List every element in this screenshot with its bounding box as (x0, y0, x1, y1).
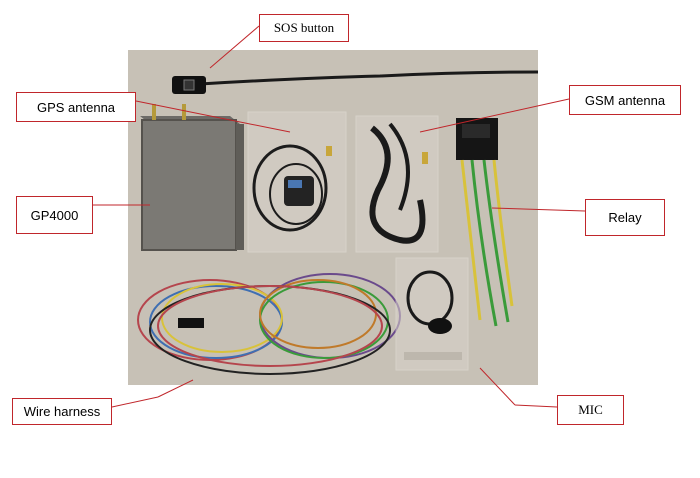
mic-label: MIC (557, 395, 624, 425)
gps-leader-line (135, 100, 291, 133)
gsm-leader-line (419, 98, 570, 133)
relay-item (456, 118, 514, 327)
relay-leader-line (491, 207, 586, 212)
leader-lines (93, 25, 586, 408)
wire-harness-leader-line-2 (157, 379, 194, 398)
relay-label: Relay (585, 199, 665, 236)
sos-leader-line (209, 25, 260, 69)
gsm-antenna-label: GSM antenna (569, 85, 681, 115)
gps-antenna-item (247, 111, 347, 253)
mic-item (395, 257, 469, 371)
gp4000-device (140, 104, 244, 251)
wire-harness-item (137, 273, 401, 375)
wire-harness-label: Wire harness (12, 398, 112, 425)
gsm-antenna-item (355, 115, 439, 253)
gps-antenna-label: GPS antenna (16, 92, 136, 122)
wire-harness-leader-line-1 (111, 396, 159, 408)
gp4000-label: GP4000 (16, 196, 93, 234)
sos-button-label: SOS button (259, 14, 349, 42)
mic-leader-line-2 (479, 367, 516, 406)
mic-leader-line-1 (514, 404, 558, 408)
sos-button-item (172, 70, 539, 94)
